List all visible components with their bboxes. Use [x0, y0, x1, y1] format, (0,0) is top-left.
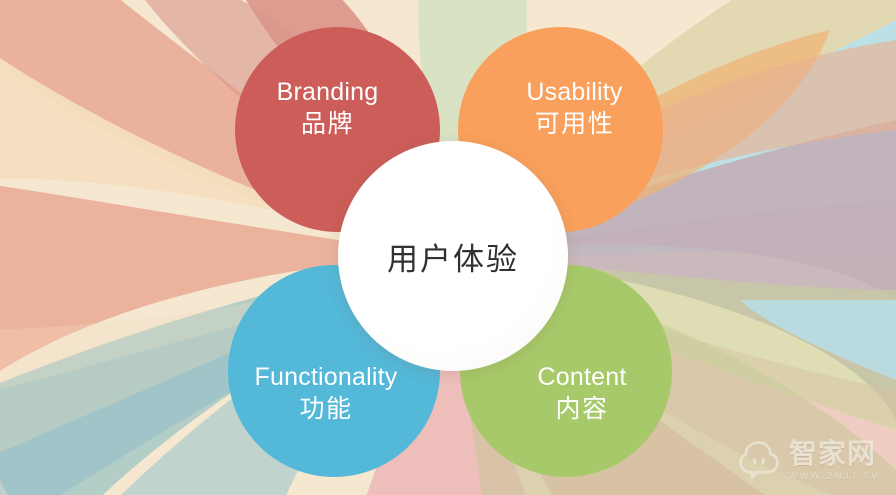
center-label: 用户体验 [387, 241, 519, 277]
watermark: 智家网 WWW.ZNJJ.TV [738, 439, 880, 481]
lobe-content-label-zh: 内容 [555, 395, 609, 423]
lobe-functionality-label-en: Functionality [254, 363, 398, 391]
lobe-usability-label-zh: 可用性 [534, 109, 615, 138]
cloud-face-icon [739, 441, 779, 479]
lobe-branding-label-zh: 品牌 [300, 109, 354, 138]
lobe-branding-label-en: Branding [276, 77, 379, 106]
lobe-functionality-label-zh: 功能 [299, 395, 353, 423]
lobe-content-label-en: Content [537, 363, 627, 391]
lobe-usability-label-en: Usability [526, 77, 623, 106]
watermark-title: 智家网 [788, 437, 876, 469]
center-circle[interactable]: 用户体验 [338, 141, 568, 371]
watermark-url: WWW.ZNJJ.TV [788, 470, 880, 481]
